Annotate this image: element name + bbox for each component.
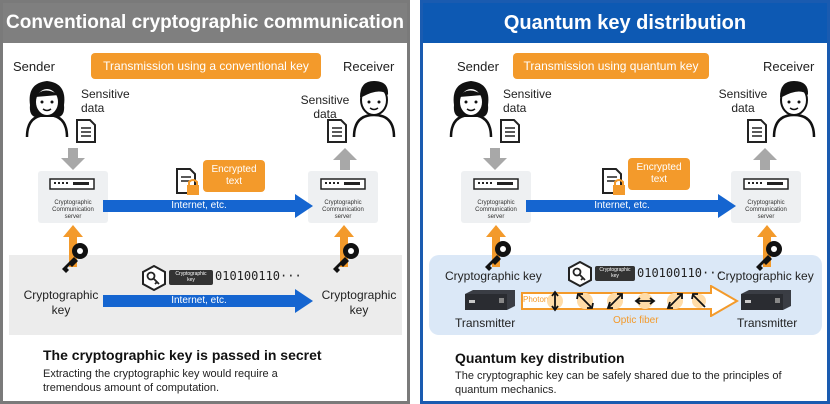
server-device-icon: [49, 178, 95, 190]
receiver-person-icon: [772, 81, 816, 137]
footer-title: The cryptographic key is passed in secre…: [43, 347, 322, 363]
sender-person-icon: [25, 81, 69, 137]
receiver-person-icon: [352, 81, 396, 137]
arrow-up-icon: [753, 148, 777, 170]
internet-label: Internet, etc.: [594, 200, 650, 211]
key-bits: 010100110···: [215, 269, 302, 283]
key-label-sender: Cryptographic key: [445, 269, 542, 283]
key-up-arrow: [63, 225, 83, 267]
key-icon: [333, 243, 359, 273]
conventional-panel: Conventional cryptographic communication…: [0, 0, 410, 404]
key-up-arrow: [334, 225, 354, 267]
transmission-banner: Transmission using quantum key: [513, 53, 709, 79]
arrow-down-icon: [483, 148, 507, 170]
photon-polarization-icons: [547, 290, 706, 312]
key-label-receiver: Cryptographic key: [717, 269, 814, 283]
internet-arrow: [526, 194, 736, 218]
encrypted-document-icon: [602, 168, 625, 195]
footer-text: The cryptographic key can be safely shar…: [455, 370, 782, 396]
sender-person-icon: [449, 81, 493, 137]
key-bits: 010100110···: [637, 266, 724, 280]
server-device-icon: [743, 178, 789, 190]
transmitter-label-receiver: Transmitter: [737, 316, 798, 330]
encrypted-document-icon: [176, 168, 199, 195]
arrow-up-icon: [333, 148, 357, 170]
sender-label: Sender: [457, 59, 499, 74]
transmitter-device-icon: [741, 290, 791, 310]
receiver-label: Receiver: [763, 59, 815, 74]
document-icon: [500, 119, 520, 143]
internet-arrow: [103, 289, 313, 313]
document-icon: [76, 119, 96, 143]
sender-label: Sender: [13, 59, 55, 74]
key-icon: [756, 241, 782, 271]
panel-title: Conventional cryptographic communication: [3, 3, 407, 43]
receiver-label: Receiver: [343, 59, 395, 74]
footer-text: Extracting the cryptographic key would r…: [43, 368, 278, 394]
key-icon: [485, 241, 511, 271]
optic-fiber-label: Optic fiber: [613, 315, 659, 326]
hex-key-icon: [568, 261, 592, 287]
transmitter-device-icon: [465, 290, 515, 310]
key-icon: [62, 243, 88, 273]
transmission-banner: Transmission using a conventional key: [91, 53, 321, 79]
document-icon: [327, 119, 347, 143]
internet-arrow: [103, 194, 313, 218]
footer-title: Quantum key distribution: [455, 350, 625, 366]
document-icon: [747, 119, 767, 143]
internet-label: Internet, etc.: [171, 200, 227, 211]
server-device-icon: [473, 178, 519, 190]
internet-label: Internet, etc.: [171, 295, 227, 306]
transmitter-label-sender: Transmitter: [455, 316, 516, 330]
panel-title: Quantum key distribution: [423, 3, 827, 43]
hex-key-icon: [142, 265, 166, 291]
quantum-panel: Quantum key distribution Transmission us…: [420, 0, 830, 404]
server-device-icon: [320, 178, 366, 190]
arrow-down-icon: [61, 148, 85, 170]
photon-label: Photon: [523, 295, 549, 304]
